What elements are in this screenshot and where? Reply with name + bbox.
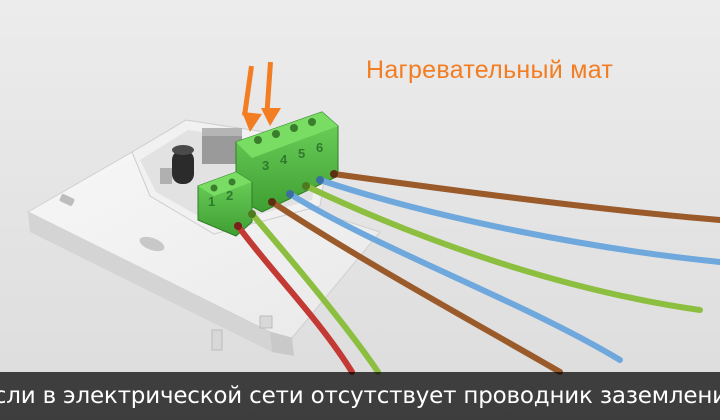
wire-green — [249, 211, 381, 375]
wires — [234, 170, 720, 375]
terminal-number: 5 — [298, 146, 305, 161]
terminal-number: 3 — [262, 158, 269, 173]
arrow-down-icon — [242, 65, 262, 132]
terminal-number: 4 — [280, 152, 288, 167]
wire-green-2 — [303, 183, 703, 313]
terminal-number: 2 — [226, 188, 233, 203]
capacitor — [172, 150, 194, 184]
terminal-block-small — [197, 171, 253, 237]
arrow-down-icon — [261, 61, 281, 126]
screw-row — [254, 118, 316, 144]
wire-red — [235, 223, 355, 375]
wire-blue-2 — [317, 177, 720, 265]
subtitle-bar: Если в электрической сети отсутствует пр… — [0, 372, 720, 420]
heating-mat-label: Нагревательный мат — [366, 56, 614, 84]
wire-brown-2 — [331, 171, 720, 223]
terminal-number: 1 — [208, 194, 215, 209]
wire-brown — [269, 199, 563, 375]
indicator-arrows — [242, 61, 281, 132]
subtitle-text: Если в электрической сети отсутствует пр… — [0, 383, 720, 409]
wire-blue — [287, 191, 623, 363]
terminal-number: 6 — [316, 140, 323, 155]
